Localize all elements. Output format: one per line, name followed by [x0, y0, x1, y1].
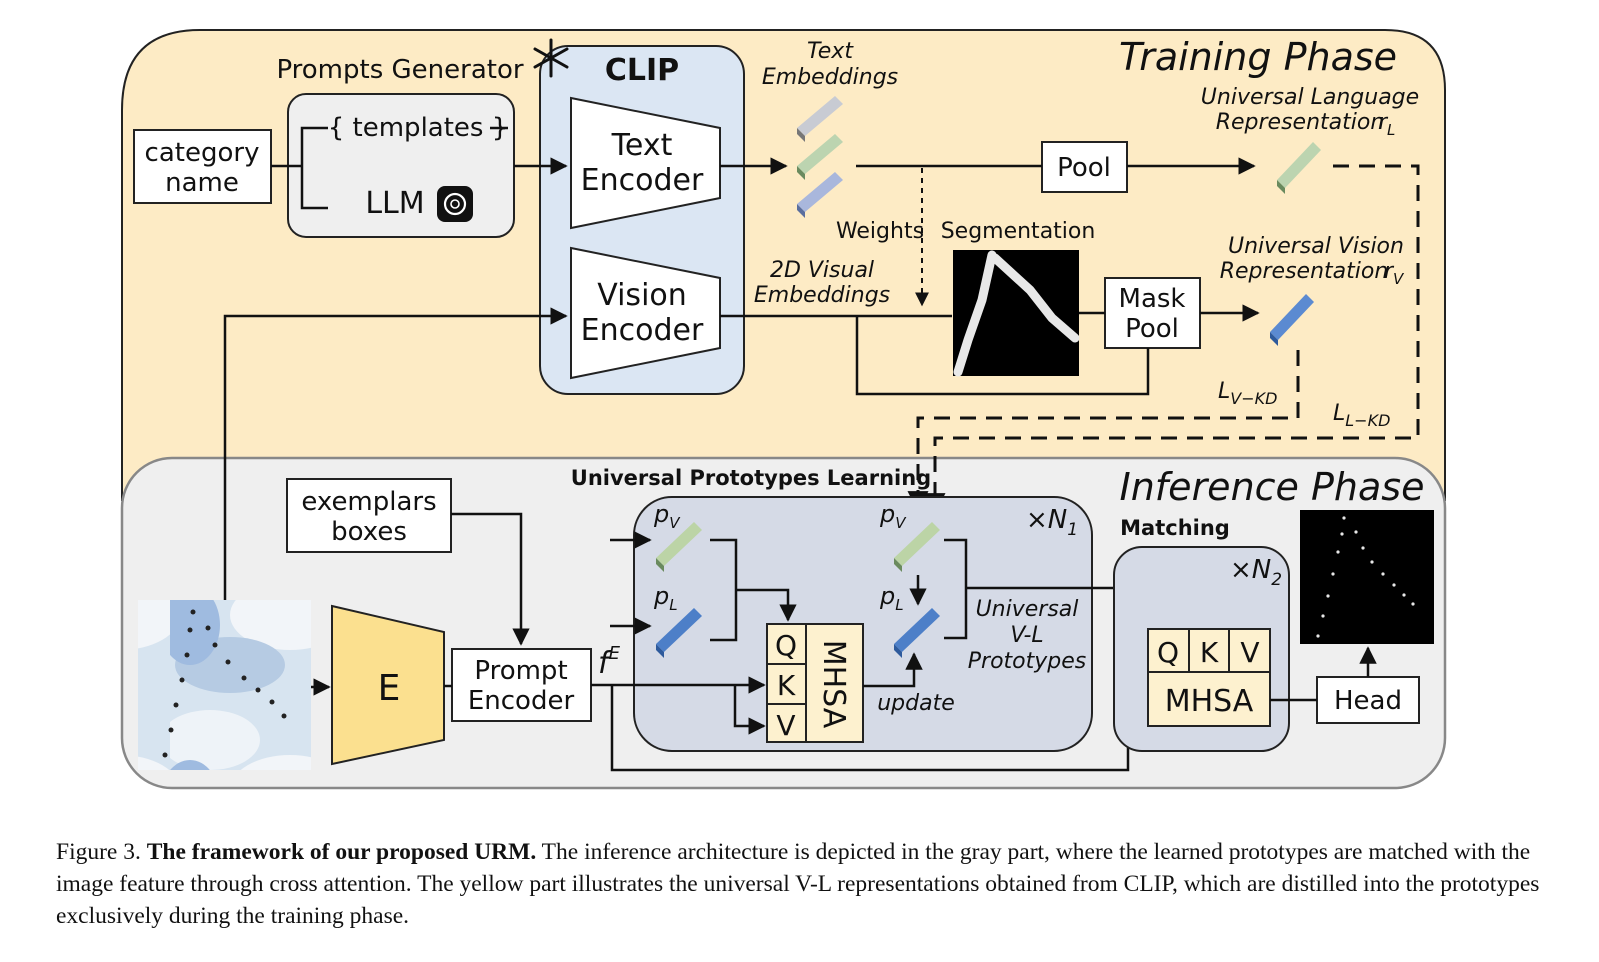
upl-v-label: V [776, 709, 795, 742]
llm-label: LLM [365, 186, 424, 221]
pool-label: Pool [1057, 153, 1111, 183]
figure-caption: Figure 3. The framework of our proposed … [56, 836, 1556, 932]
vision-encoder-line1: Vision [597, 278, 687, 313]
visual-embeddings-line1: 2D Visual [770, 258, 874, 283]
upl-repeat-n1: ×N1 [1026, 505, 1078, 540]
prompts-generator-title: Prompts Generator [276, 55, 523, 85]
exemplars-boxes-line1: exemplars [301, 487, 436, 517]
mask-pool-line1: Mask [1119, 284, 1186, 314]
vision-encoder-shape [570, 246, 721, 380]
upl-k-label: K [777, 669, 796, 702]
matching-q-label: Q [1157, 636, 1179, 669]
text-embeddings-line2: Embeddings [762, 65, 898, 90]
upl-pv-right-label: pV [879, 500, 907, 532]
universal-vision-representation-bar [1270, 294, 1314, 346]
matching-v-label: V [1240, 636, 1259, 669]
templates-label: { templates } [328, 113, 509, 143]
universal-vision-symbol: rV [1384, 259, 1405, 288]
vl-prototypes-line3: Prototypes [968, 649, 1086, 674]
category-name-line2: name [165, 168, 239, 198]
loss-l-kd: LL−KD [1333, 401, 1390, 430]
caption-text: The inference architecture is depicted i… [56, 839, 1540, 929]
training-phase-title: Training Phase [1119, 35, 1397, 79]
upl-pv-right-bar [894, 522, 940, 572]
image-encoder-e-label: E [378, 668, 401, 709]
frozen-snowflake-icon [533, 38, 569, 78]
text-embedding-bar-1 [797, 96, 843, 142]
upl-pv-left-label: pV [653, 500, 681, 532]
matching-mhsa-label: MHSA [1165, 684, 1254, 719]
prompt-encoder-line1: Prompt [474, 656, 567, 686]
mask-pool-line2: Pool [1125, 314, 1179, 344]
text-embedding-bar-2 [797, 134, 843, 180]
segmentation-label: Segmentation [941, 219, 1096, 244]
universal-language-line1: Universal Language [1201, 85, 1419, 110]
vl-prototypes-line1: Universal [976, 597, 1079, 622]
prompt-encoder-box [451, 648, 592, 722]
visual-embeddings-line2: Embeddings [754, 283, 890, 308]
upl-title: Universal Prototypes Learning [571, 466, 931, 490]
inference-phase-title: Inference Phase [1120, 465, 1425, 509]
exemplars-boxes-line2: boxes [331, 517, 407, 547]
universal-vision-line1: Universal Vision [1228, 234, 1404, 259]
upl-attention-block [766, 623, 864, 743]
matching-k-label: K [1200, 636, 1219, 669]
caption-label: Figure 3. [56, 839, 141, 865]
clip-title: CLIP [605, 53, 679, 88]
segmentation-mask-image [953, 250, 1080, 377]
upl-pv-left-bar [656, 522, 702, 572]
text-encoder-shape [570, 96, 721, 230]
loss-v-kd: LV−KD [1218, 379, 1277, 408]
text-encoder-line2: Encoder [581, 163, 704, 198]
upl-pl-right-bar [894, 608, 940, 658]
text-embeddings-line1: Text [807, 39, 854, 64]
urm-framework-diagram: Training Phase Inference Phase Prompts G… [120, 29, 1447, 790]
vl-prototypes-line2: V-L [1010, 623, 1043, 648]
upl-q-label: Q [775, 629, 797, 662]
category-name-line1: category [145, 138, 260, 168]
weights-label: Weights [836, 219, 924, 244]
universal-language-line2: Representation [1216, 110, 1385, 135]
text-encoder-line1: Text [611, 128, 673, 163]
universal-vision-line2: Representation [1220, 259, 1389, 284]
caption-bold: The framework of our proposed URM. [146, 839, 537, 865]
upl-pl-left-bar [656, 608, 702, 658]
upl-mhsa-label: MHSA [816, 640, 851, 729]
upl-pl-left-label: pL [653, 582, 678, 614]
mask-pool-box [1104, 277, 1201, 349]
category-name-box [133, 129, 272, 204]
universal-language-representation-bar [1277, 142, 1321, 194]
image-encoder-e-shape [331, 604, 445, 766]
text-embedding-bar-3 [797, 172, 843, 218]
exemplars-boxes-box [286, 478, 452, 553]
matching-attention-block [1147, 628, 1271, 727]
upl-pl-right-label: pL [879, 582, 904, 614]
prompt-encoder-line2: Encoder [468, 686, 575, 716]
input-image-birds [138, 600, 311, 770]
output-density-map [1300, 510, 1434, 644]
universal-language-symbol: rL [1378, 110, 1395, 139]
vision-encoder-line2: Encoder [581, 313, 704, 348]
matching-repeat-n2: ×N2 [1230, 555, 1282, 590]
upl-update-label: update [877, 691, 955, 716]
openai-logo-icon [437, 186, 473, 222]
head-label: Head [1334, 686, 1402, 716]
matching-title: Matching [1120, 516, 1230, 540]
